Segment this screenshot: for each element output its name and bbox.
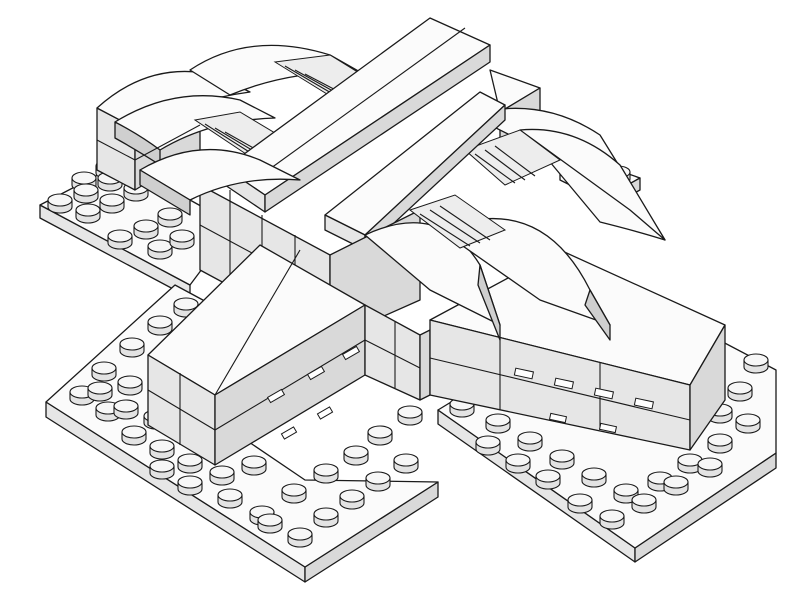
stud-icon [257,513,283,534]
stud-icon [397,405,423,426]
stud-icon [365,471,391,492]
stud-icon [177,475,203,496]
stud-icon [177,453,203,474]
stud-icon [475,435,501,456]
stud-icon [517,431,543,452]
stud-icon [99,193,125,214]
stud-icon [343,445,369,466]
stud-icon [567,493,593,514]
stud-icon [113,399,139,420]
stud-icon [313,507,339,528]
stud-icon [735,413,761,434]
stud-icon [535,469,561,490]
stud-icon [313,463,339,484]
stud-icon [209,465,235,486]
stud-icon [119,337,145,358]
central-upper-slab [224,17,491,215]
stud-icon [149,459,175,480]
stud-icon [87,381,113,402]
stud-icon [727,381,753,402]
right-back-wing [464,69,666,241]
stud-icon [485,413,511,434]
stud-icon [217,488,243,509]
stud-icon [677,453,703,474]
stud-icon [599,509,625,530]
stud-icon [367,425,393,446]
stud-icon [581,467,607,488]
stud-icon [133,219,159,240]
stud-icon [241,455,267,476]
stud-icon [663,475,689,496]
stud-icon [281,483,307,504]
stud-icon [505,453,531,474]
stud-icon [73,183,99,204]
stud-icon [47,193,73,214]
stud-icon [147,315,173,336]
center-stack [364,304,431,401]
stud-icon [707,433,733,454]
stud-icon [393,453,419,474]
stud-icon [147,239,173,260]
front-right-block [429,249,726,451]
stud-icon [107,229,133,250]
stud-icon [157,207,183,228]
stud-icon [149,439,175,460]
stud-icon [169,229,195,250]
stud-icon [743,353,769,374]
stud-icon [173,297,199,318]
central-lower-slab [324,91,506,251]
stud-icon [287,527,313,548]
building [96,17,726,466]
stud-icon [339,489,365,510]
stud-icon [697,457,723,478]
stud-icon [631,493,657,514]
stud-icon [121,425,147,446]
front-left-block [147,244,366,466]
stud-icon [91,361,117,382]
stud-icon [117,375,143,396]
front-right-curved-roofs [364,194,611,341]
stud-icon [549,449,575,470]
stud-icon [75,203,101,224]
